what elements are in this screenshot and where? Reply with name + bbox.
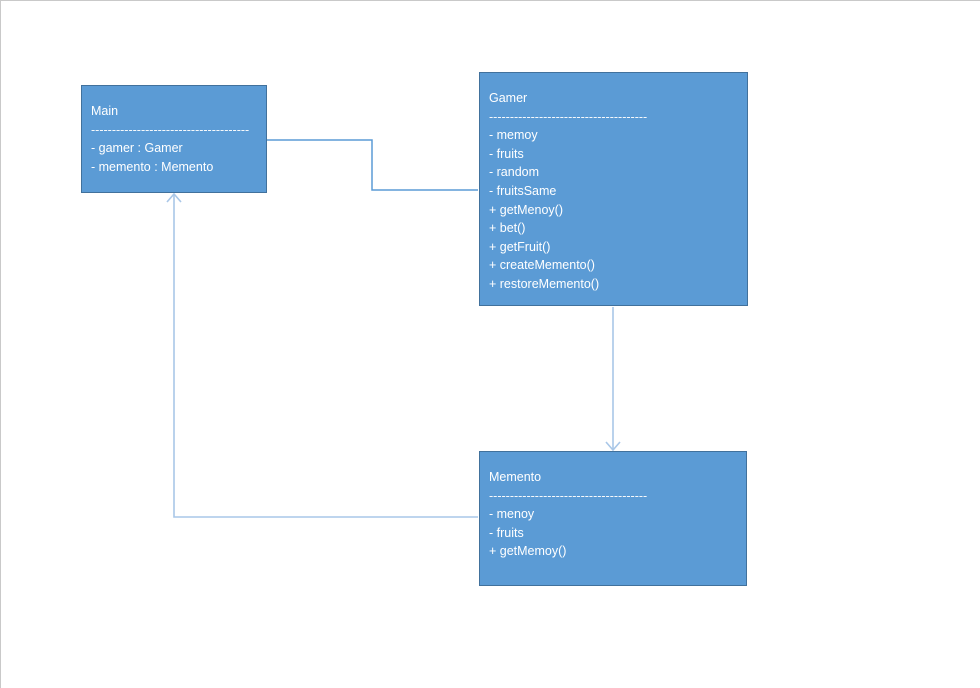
class-member: + restoreMemento() <box>489 276 600 291</box>
class-separator: -------------------------------------- <box>489 109 648 124</box>
class-member: - fruitsSame <box>489 183 557 198</box>
connector-main-gamer[interactable] <box>267 139 478 191</box>
class-member: - memento : Memento <box>91 159 214 174</box>
class-member: - menoy <box>489 507 535 522</box>
class-member-list: - menoy - fruits + getMemoy() <box>489 505 738 561</box>
class-member: - memoy <box>489 128 538 143</box>
class-member: + getFruit() <box>489 239 551 254</box>
class-box-memento[interactable]: Memento --------------------------------… <box>479 451 747 586</box>
class-separator: -------------------------------------- <box>91 122 250 137</box>
class-title: Main <box>91 104 119 118</box>
class-box-main[interactable]: Main -----------------------------------… <box>81 85 267 193</box>
connector-memento-main[interactable] <box>166 192 478 518</box>
class-member-list: - memoy - fruits - random - fruitsSame + get… <box>489 126 739 293</box>
class-member: + bet() <box>489 221 526 236</box>
class-box-gamer[interactable]: Gamer ----------------------------------… <box>479 72 748 306</box>
class-member: + createMemento() <box>489 258 595 273</box>
class-member: - fruits <box>489 525 524 540</box>
class-member-list: - gamer : Gamer - memento : Memento <box>91 139 258 176</box>
class-member: + getMenoy() <box>489 202 563 217</box>
connector-gamer-memento[interactable] <box>605 307 621 452</box>
class-separator: -------------------------------------- <box>489 488 648 503</box>
class-member: - fruits <box>489 146 524 161</box>
open-arrowhead-icon <box>166 192 182 203</box>
class-title: Gamer <box>489 91 528 105</box>
class-title: Memento <box>489 470 542 484</box>
class-member: + getMemoy() <box>489 544 567 559</box>
open-arrowhead-icon <box>605 441 621 452</box>
class-member: - random <box>489 165 540 180</box>
class-member: - gamer : Gamer <box>91 141 183 156</box>
